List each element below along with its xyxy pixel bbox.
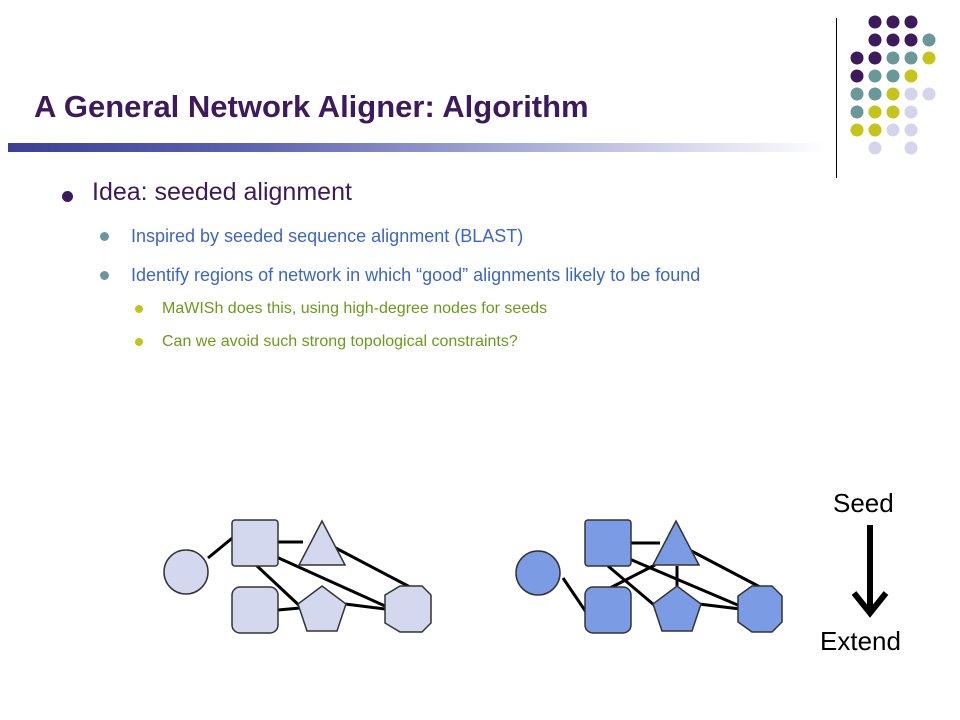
decorative-dot — [886, 105, 900, 119]
edge — [679, 543, 761, 589]
decorative-dot — [904, 69, 918, 83]
decorative-dot — [904, 33, 918, 47]
bullet-dot-icon — [100, 271, 109, 280]
edge — [609, 563, 656, 590]
decorative-dot — [886, 51, 900, 65]
decorative-dot — [904, 87, 918, 101]
bullet-level3: MaWISh does this, using high-degree node… — [135, 300, 548, 318]
down-arrow-icon — [851, 525, 889, 618]
pentagon-node — [652, 585, 702, 632]
edge — [619, 553, 741, 608]
edge — [607, 564, 661, 612]
decorative-dot — [868, 123, 882, 137]
decorative-dot — [904, 141, 918, 155]
decorative-dot — [850, 51, 864, 65]
decorative-dot-grid — [850, 15, 936, 155]
rounded-square-node — [231, 586, 279, 634]
decorative-dot — [886, 123, 900, 137]
circle-node — [163, 549, 209, 595]
decorative-dot — [922, 87, 936, 101]
edge — [277, 606, 301, 612]
decorative-dot — [868, 141, 882, 155]
decorative-dot — [850, 69, 864, 83]
decorative-dot — [922, 33, 936, 47]
octagon-node — [737, 585, 783, 633]
edge — [344, 602, 386, 611]
decorative-dot — [868, 51, 882, 65]
decorative-dot — [850, 123, 864, 137]
circle-node — [515, 550, 561, 596]
edge — [329, 543, 411, 589]
right-network — [561, 541, 761, 613]
edge — [254, 563, 306, 612]
bullet-dot-icon — [135, 338, 143, 346]
bullet-level3: Can we avoid such strong topological con… — [135, 333, 518, 351]
decorative-dot — [904, 123, 918, 137]
seed-label: Seed — [833, 488, 894, 518]
bullet-text: Inspired by seeded sequence alignment (B… — [131, 226, 524, 246]
decorative-dot — [886, 33, 900, 47]
bullet-dot-icon — [100, 232, 109, 241]
edge — [561, 577, 588, 613]
right-network-nodes — [515, 519, 783, 634]
edge — [698, 602, 741, 611]
decorative-dot — [868, 15, 882, 29]
decorative-dot — [922, 51, 936, 65]
bullet-text: Idea: seeded alignment — [92, 178, 352, 206]
decorative-dot — [868, 33, 882, 47]
decorative-vertical-line — [836, 18, 837, 178]
extend-label: Extend — [820, 626, 901, 656]
octagon-node — [384, 585, 432, 633]
bullet-text: Can we avoid such strong topological con… — [162, 333, 518, 350]
title-underline — [8, 143, 828, 152]
triangle-node — [651, 519, 701, 566]
decorative-dot — [868, 69, 882, 83]
bullet-level2: Inspired by seeded sequence alignment (B… — [100, 226, 524, 247]
decorative-dot — [886, 69, 900, 83]
decorative-dot — [886, 87, 900, 101]
decorative-dot — [850, 105, 864, 119]
decorative-dot — [886, 15, 900, 29]
decorative-dot — [868, 87, 882, 101]
pentagon-node — [297, 585, 347, 632]
rounded-square-node — [584, 586, 632, 634]
network-alignment-diagram — [163, 519, 783, 634]
decorative-dot — [904, 51, 918, 65]
bullet-text: MaWISh does this, using high-degree node… — [162, 300, 548, 317]
decorative-dot — [850, 87, 864, 101]
square-node — [231, 519, 279, 567]
triangle-node — [297, 519, 347, 566]
square-node — [584, 519, 632, 567]
bullet-text: Identify regions of network in which “go… — [131, 265, 701, 285]
slide-title: A General Network Aligner: Algorithm — [34, 89, 589, 124]
left-network-nodes — [163, 519, 432, 634]
bullet-level2: Identify regions of network in which “go… — [100, 265, 701, 286]
edge — [271, 553, 386, 608]
decorative-dot — [904, 15, 918, 29]
decorative-dot — [868, 105, 882, 119]
bullet-dot-icon — [135, 305, 143, 313]
bullet-level1: Idea: seeded alignment — [62, 178, 352, 207]
bullet-list: Idea: seeded alignment Inspired by seede… — [62, 178, 701, 351]
decorative-dot — [904, 105, 918, 119]
bullet-dot-icon — [62, 191, 73, 202]
